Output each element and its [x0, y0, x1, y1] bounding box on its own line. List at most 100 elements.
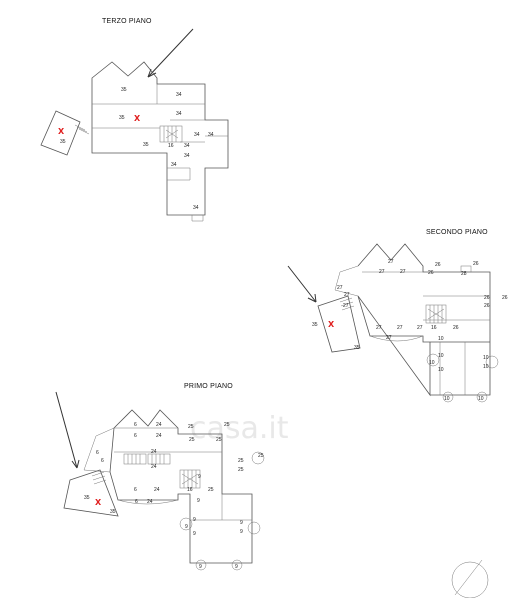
- room-label: 34: [208, 132, 214, 138]
- room-label: 10: [438, 367, 444, 373]
- room-label: 25: [224, 422, 230, 428]
- balcony: [40, 110, 90, 156]
- room-label: 6: [134, 422, 137, 428]
- room-label: 27: [343, 303, 349, 309]
- room-label: 34: [184, 153, 190, 159]
- room-label: 35: [60, 139, 66, 145]
- room-label: 9: [198, 474, 201, 480]
- room-label: 9: [193, 517, 196, 523]
- room-label: 34: [194, 132, 200, 138]
- room-label: 27: [388, 259, 394, 265]
- room-label: 34: [176, 111, 182, 117]
- room-label: 25: [258, 453, 264, 459]
- floor-secondo: SECONDO PIANO X 27 27 27 26 26 26 28 26 …: [287, 229, 508, 403]
- room-label: 27: [417, 325, 423, 331]
- room-label: 16: [431, 325, 437, 331]
- room-label: 6: [134, 487, 137, 493]
- room-label: 35: [119, 115, 125, 121]
- room-label: 6: [96, 450, 99, 456]
- room-label: 26: [473, 261, 479, 267]
- room-label: 26: [435, 262, 441, 268]
- entrance-arrow-head: [307, 293, 317, 303]
- floor-title-secondo: SECONDO PIANO: [426, 229, 488, 236]
- room-label: 27: [397, 325, 403, 331]
- room-label: 24: [156, 422, 162, 428]
- entrance-arrow: [147, 28, 194, 78]
- room-label: 24: [154, 487, 160, 493]
- room-label: 25: [189, 437, 195, 443]
- room-label: 24: [151, 449, 157, 455]
- floor-title-terzo: TERZO PIANO: [102, 18, 152, 25]
- room-label: 34: [171, 162, 177, 168]
- room-label: 6: [135, 499, 138, 505]
- room-label: 25: [238, 458, 244, 464]
- room-label: 34: [176, 92, 182, 98]
- stairs: [425, 304, 447, 324]
- room-label: 35: [143, 142, 149, 148]
- balcony: [63, 469, 119, 517]
- room-label: 26: [453, 325, 459, 331]
- secondo-outline: [357, 243, 491, 397]
- room-label: 25: [188, 424, 194, 430]
- location-marker: X: [134, 114, 141, 123]
- room-label: 9: [199, 564, 202, 570]
- room-label: 10: [429, 360, 435, 366]
- room-label: 24: [151, 464, 157, 470]
- primo-outline: [109, 409, 253, 564]
- floor-terzo: TERZO PIANO X X 35 34 35 34 35 34 34 16 …: [40, 18, 229, 222]
- room-label: 27: [400, 269, 406, 275]
- room-label: 34: [184, 143, 190, 149]
- room-label: 28: [461, 271, 467, 277]
- room-label: 25: [238, 467, 244, 473]
- room-label: 24: [156, 433, 162, 439]
- floor-title-primo: PRIMO PIANO: [184, 383, 233, 390]
- location-marker: X: [95, 498, 102, 507]
- entrance-arrow: [287, 265, 317, 303]
- room-label: 10: [478, 396, 484, 402]
- room-label: 27: [376, 325, 382, 331]
- terzo-outline: [91, 61, 229, 216]
- room-label: 26: [428, 270, 434, 276]
- room-label: 35: [84, 495, 90, 501]
- room-label: 9: [235, 564, 238, 570]
- watermark: casa.it: [190, 411, 289, 446]
- room-label: 9: [193, 531, 196, 537]
- entrance-arrow-head: [71, 459, 80, 469]
- room-label: 35: [121, 87, 127, 93]
- room-label: 9: [197, 498, 200, 504]
- room-label: 9: [185, 524, 188, 530]
- room-label: 35: [110, 509, 116, 515]
- room-label: 26: [484, 303, 490, 309]
- room-label: 6: [101, 458, 104, 464]
- room-label: 27: [379, 269, 385, 275]
- room-label: 6: [134, 433, 137, 439]
- room-label: 27: [386, 335, 392, 341]
- stairs: [159, 125, 183, 143]
- room-label: 26: [484, 295, 490, 301]
- room-label: 34: [193, 205, 199, 211]
- location-marker: X: [58, 127, 65, 136]
- room-label: 27: [344, 292, 350, 298]
- room-label: 26: [502, 295, 508, 301]
- room-label: 24: [147, 499, 153, 505]
- room-label: 35: [354, 345, 360, 351]
- room-label: 10: [483, 355, 489, 361]
- room-label: 10: [483, 364, 489, 370]
- entrance-arrow: [55, 391, 78, 469]
- room-label: 27: [337, 285, 343, 291]
- location-marker: X: [328, 320, 335, 329]
- room-label: 25: [208, 487, 214, 493]
- room-label: 10: [438, 353, 444, 359]
- room-label: 10: [444, 396, 450, 402]
- north-indicator: [451, 559, 489, 598]
- room-label: 25: [216, 437, 222, 443]
- room-label: 9: [240, 529, 243, 535]
- balcony: [317, 295, 361, 353]
- room-label: 9: [240, 520, 243, 526]
- room-label: 10: [438, 336, 444, 342]
- floor-primo: PRIMO PIANO X 6 24 24 25 25: [55, 383, 265, 571]
- stairs: [123, 453, 201, 489]
- room-label: 35: [312, 322, 318, 328]
- room-label: 16: [187, 487, 193, 493]
